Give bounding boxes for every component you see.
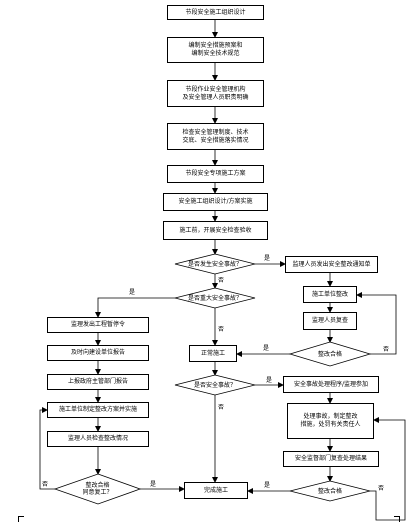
decision-d4-shape: [174, 374, 256, 396]
node-r1: 监理人员发出安全整改通知单: [285, 256, 378, 273]
node-l2: 及时向建设单位报告: [47, 345, 149, 361]
edge-d3-r2: [356, 292, 397, 355]
node-n7: 施工前，开展安全检查验收: [163, 221, 268, 240]
node-end: 完成施工: [184, 482, 248, 499]
edge-label-d2-no: 否: [218, 326, 225, 333]
decision-d1-shape: [174, 253, 256, 275]
edge-label-d6-yes: 是: [264, 482, 271, 489]
node-r6: 安全监督部门复查处理结果: [283, 451, 379, 467]
edge-label-d4-yes: 是: [266, 377, 273, 384]
node-r3: 监理人员复查: [303, 312, 357, 330]
decision-d3-shape: [288, 341, 372, 367]
node-n4: 检查安全管理制度、技术 交底、安全措施落实情况: [167, 123, 264, 150]
edge-d6-r5: [370, 417, 406, 521]
page-corner-mark-right: [394, 516, 400, 522]
decision-d2: 是否重大安全事故？: [187, 294, 242, 302]
node-r5: 处理事故，制定整改 措施，处罚有关责任人: [287, 403, 374, 439]
edge-label-d6-no: 否: [378, 485, 385, 492]
edge-label-d1-yes: 是: [264, 255, 271, 262]
node-n2: 编制安全措施预案和 编制安全技术规范: [167, 37, 264, 63]
decision-d5: 整改合格 同意复工？: [82, 482, 113, 496]
node-n1: 节段安全施工组织设计: [167, 5, 264, 20]
node-l5: 监理人员检查整改情况: [47, 431, 149, 447]
edge-d5-l4: [39, 407, 55, 490]
node-r4: 安全事故处理程序/监理参加: [283, 376, 379, 393]
edge-label-d3-no: 否: [383, 346, 390, 353]
node-l1: 监理发出工程暂停令: [47, 317, 149, 333]
decision-d2-shape: [174, 287, 256, 309]
page-corner-mark-left: [18, 516, 24, 522]
node-mid: 正常施工: [189, 345, 237, 362]
node-r2: 施工单位整改: [303, 286, 357, 303]
edge-label-d5-no: 否: [42, 481, 49, 488]
edge-label-d5-yes: 是: [150, 481, 157, 488]
node-l4: 施工单位制定整改方案并实施: [47, 402, 149, 418]
decision-d3: 整改合格: [317, 350, 342, 358]
node-n3: 节段作业安全管理机构 及安全管理人员职责明确: [167, 80, 264, 107]
decision-d6: 整改合格: [317, 487, 342, 495]
edge-d2-l1: [95, 297, 175, 318]
edge-label-d2-yes: 是: [129, 289, 136, 296]
decision-d4: 是否安全事故？: [193, 381, 236, 389]
decision-d5-shape: [53, 473, 142, 505]
edge-label-d1-no: 否: [218, 277, 225, 284]
edge-label-d3-yes: 是: [263, 345, 270, 352]
decision-d1: 是否发生安全事故？: [187, 260, 242, 268]
edge-label-d4-no: 否: [218, 404, 225, 411]
node-n5: 节段安全专项施工方案: [167, 165, 264, 183]
decision-d6-shape: [289, 480, 371, 502]
node-l3: 上报政府主管部门报告: [47, 374, 149, 390]
node-n6: 安全施工组织设计/方案实施: [163, 193, 268, 211]
